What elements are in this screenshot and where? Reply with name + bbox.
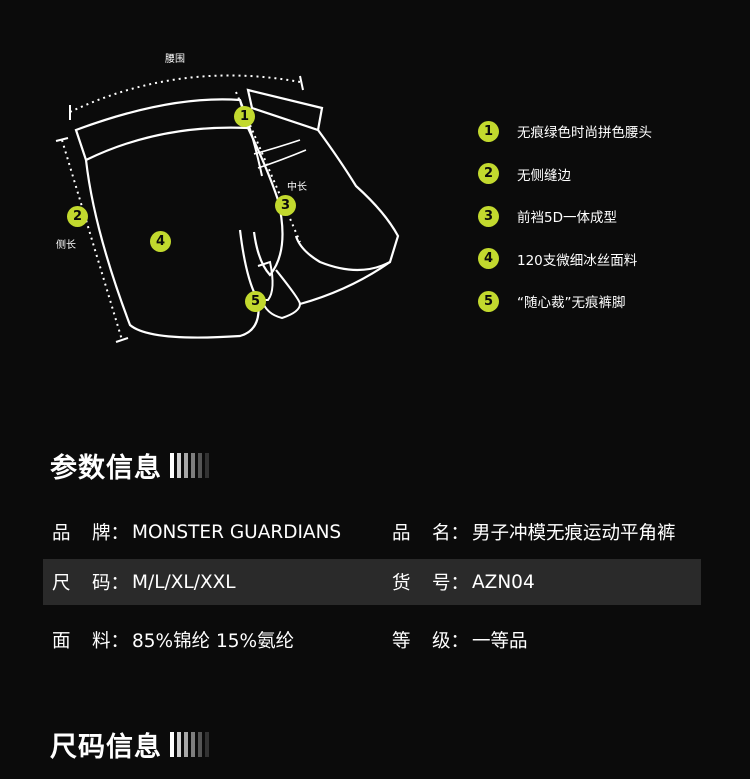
param-material: 面料：85%锦纶 15%氨纶 bbox=[52, 627, 294, 653]
material-value: 85%锦纶 15%氨纶 bbox=[132, 631, 295, 652]
legend-item: 3 前裆5D一体成型 bbox=[478, 195, 652, 238]
param-row: 品牌：MONSTER GUARDIANS 品名：男子冲模无痕运动平角裤 bbox=[43, 509, 701, 555]
legend-item: 5 “随心裁”无痕裤脚 bbox=[478, 280, 652, 323]
size-section-title: 尺码信息 bbox=[50, 725, 212, 764]
param-size: 尺码：M/L/XL/XXL bbox=[52, 571, 236, 595]
garment-diagram: 腰围 侧长 中长 1 2 3 4 5 bbox=[0, 0, 750, 380]
size-title: 尺码信息 bbox=[50, 732, 162, 763]
product-name-value: 男子冲模无痕运动平角裤 bbox=[472, 523, 676, 544]
legend-item: 4 120支微细冰丝面料 bbox=[478, 238, 652, 281]
legend-number: 5 bbox=[478, 290, 499, 312]
waist-measure-line bbox=[69, 74, 301, 113]
feature-legend: 1 无痕绿色时尚拼色腰头 2 无侧缝边 3 前裆5D一体成型 4 120支微细冰… bbox=[478, 110, 652, 323]
diagram-marker-1: 1 bbox=[234, 106, 255, 127]
param-row: 尺码：M/L/XL/XXL 货号：AZN04 bbox=[43, 559, 701, 605]
size-value: M/L/XL/XXL bbox=[132, 571, 236, 593]
param-row: 面料：85%锦纶 15%氨纶 等级：一等品 bbox=[43, 617, 701, 663]
legend-text: 120支微细冰丝面料 bbox=[517, 252, 638, 269]
diagram-marker-4: 4 bbox=[150, 231, 171, 252]
param-grade: 等级：一等品 bbox=[392, 627, 528, 653]
diagram-marker-3: 3 bbox=[275, 195, 296, 216]
legend-text: “随心裁”无痕裤脚 bbox=[517, 295, 626, 312]
title-decoration-bars bbox=[170, 453, 212, 478]
param-brand: 品牌：MONSTER GUARDIANS bbox=[52, 521, 342, 545]
legend-number: 4 bbox=[478, 248, 499, 270]
param-product-name: 品名：男子冲模无痕运动平角裤 bbox=[392, 519, 676, 545]
waist-label: 腰围 bbox=[165, 54, 185, 65]
side-length-label: 侧长 bbox=[56, 240, 76, 251]
diagram-marker-5: 5 bbox=[245, 291, 266, 312]
middle-length-label: 中长 bbox=[287, 182, 307, 193]
legend-text: 无侧缝边 bbox=[517, 167, 571, 184]
grade-value: 一等品 bbox=[472, 631, 528, 652]
params-title: 参数信息 bbox=[50, 453, 162, 484]
item-number-value: AZN04 bbox=[472, 571, 535, 593]
param-item-number: 货号：AZN04 bbox=[392, 571, 535, 595]
legend-text: 无痕绿色时尚拼色腰头 bbox=[517, 125, 652, 142]
params-section-title: 参数信息 bbox=[50, 446, 212, 485]
legend-number: 3 bbox=[478, 205, 499, 227]
legend-number: 1 bbox=[478, 120, 499, 142]
legend-text: 前裆5D一体成型 bbox=[517, 210, 617, 227]
legend-item: 2 无侧缝边 bbox=[478, 153, 652, 196]
side-measure-line bbox=[61, 139, 123, 341]
legend-number: 2 bbox=[478, 163, 499, 185]
title-decoration-bars bbox=[170, 732, 212, 757]
diagram-marker-2: 2 bbox=[67, 206, 88, 227]
brand-value: MONSTER GUARDIANS bbox=[132, 521, 342, 543]
legend-item: 1 无痕绿色时尚拼色腰头 bbox=[478, 110, 652, 153]
